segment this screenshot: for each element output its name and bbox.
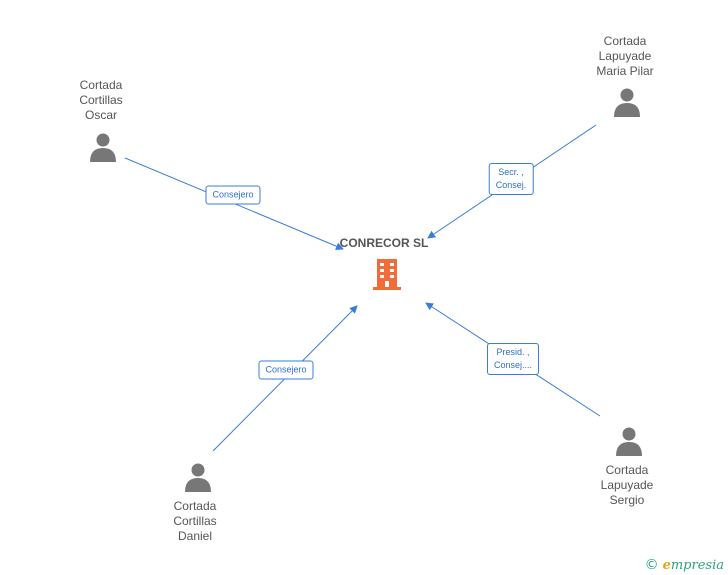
building-icon[interactable]: [370, 256, 404, 292]
person-name-daniel[interactable]: Cortada Cortillas Daniel: [173, 499, 217, 543]
brand-logo: ©empresia: [644, 557, 724, 573]
edge-role-label[interactable]: Secr. , Consej.: [488, 163, 534, 195]
copyright-icon: ©: [644, 557, 659, 573]
person-icon[interactable]: [183, 462, 213, 492]
person-name-maria-pilar[interactable]: Cortada Lapuyade Maria Pilar: [596, 34, 654, 78]
person-icon[interactable]: [88, 132, 118, 162]
edge-role-label[interactable]: Presid. , Consej....: [486, 343, 540, 375]
company-name[interactable]: CONRECOR SL: [339, 236, 429, 250]
person-icon[interactable]: [614, 426, 644, 456]
person-name-oscar[interactable]: Cortada Cortillas Oscar: [79, 78, 123, 122]
edge-role-label[interactable]: Consejero: [258, 360, 314, 380]
person-icon[interactable]: [612, 87, 642, 117]
person-name-sergio[interactable]: Cortada Lapuyade Sergio: [600, 463, 654, 507]
edge-role-label[interactable]: Consejero: [205, 185, 261, 205]
